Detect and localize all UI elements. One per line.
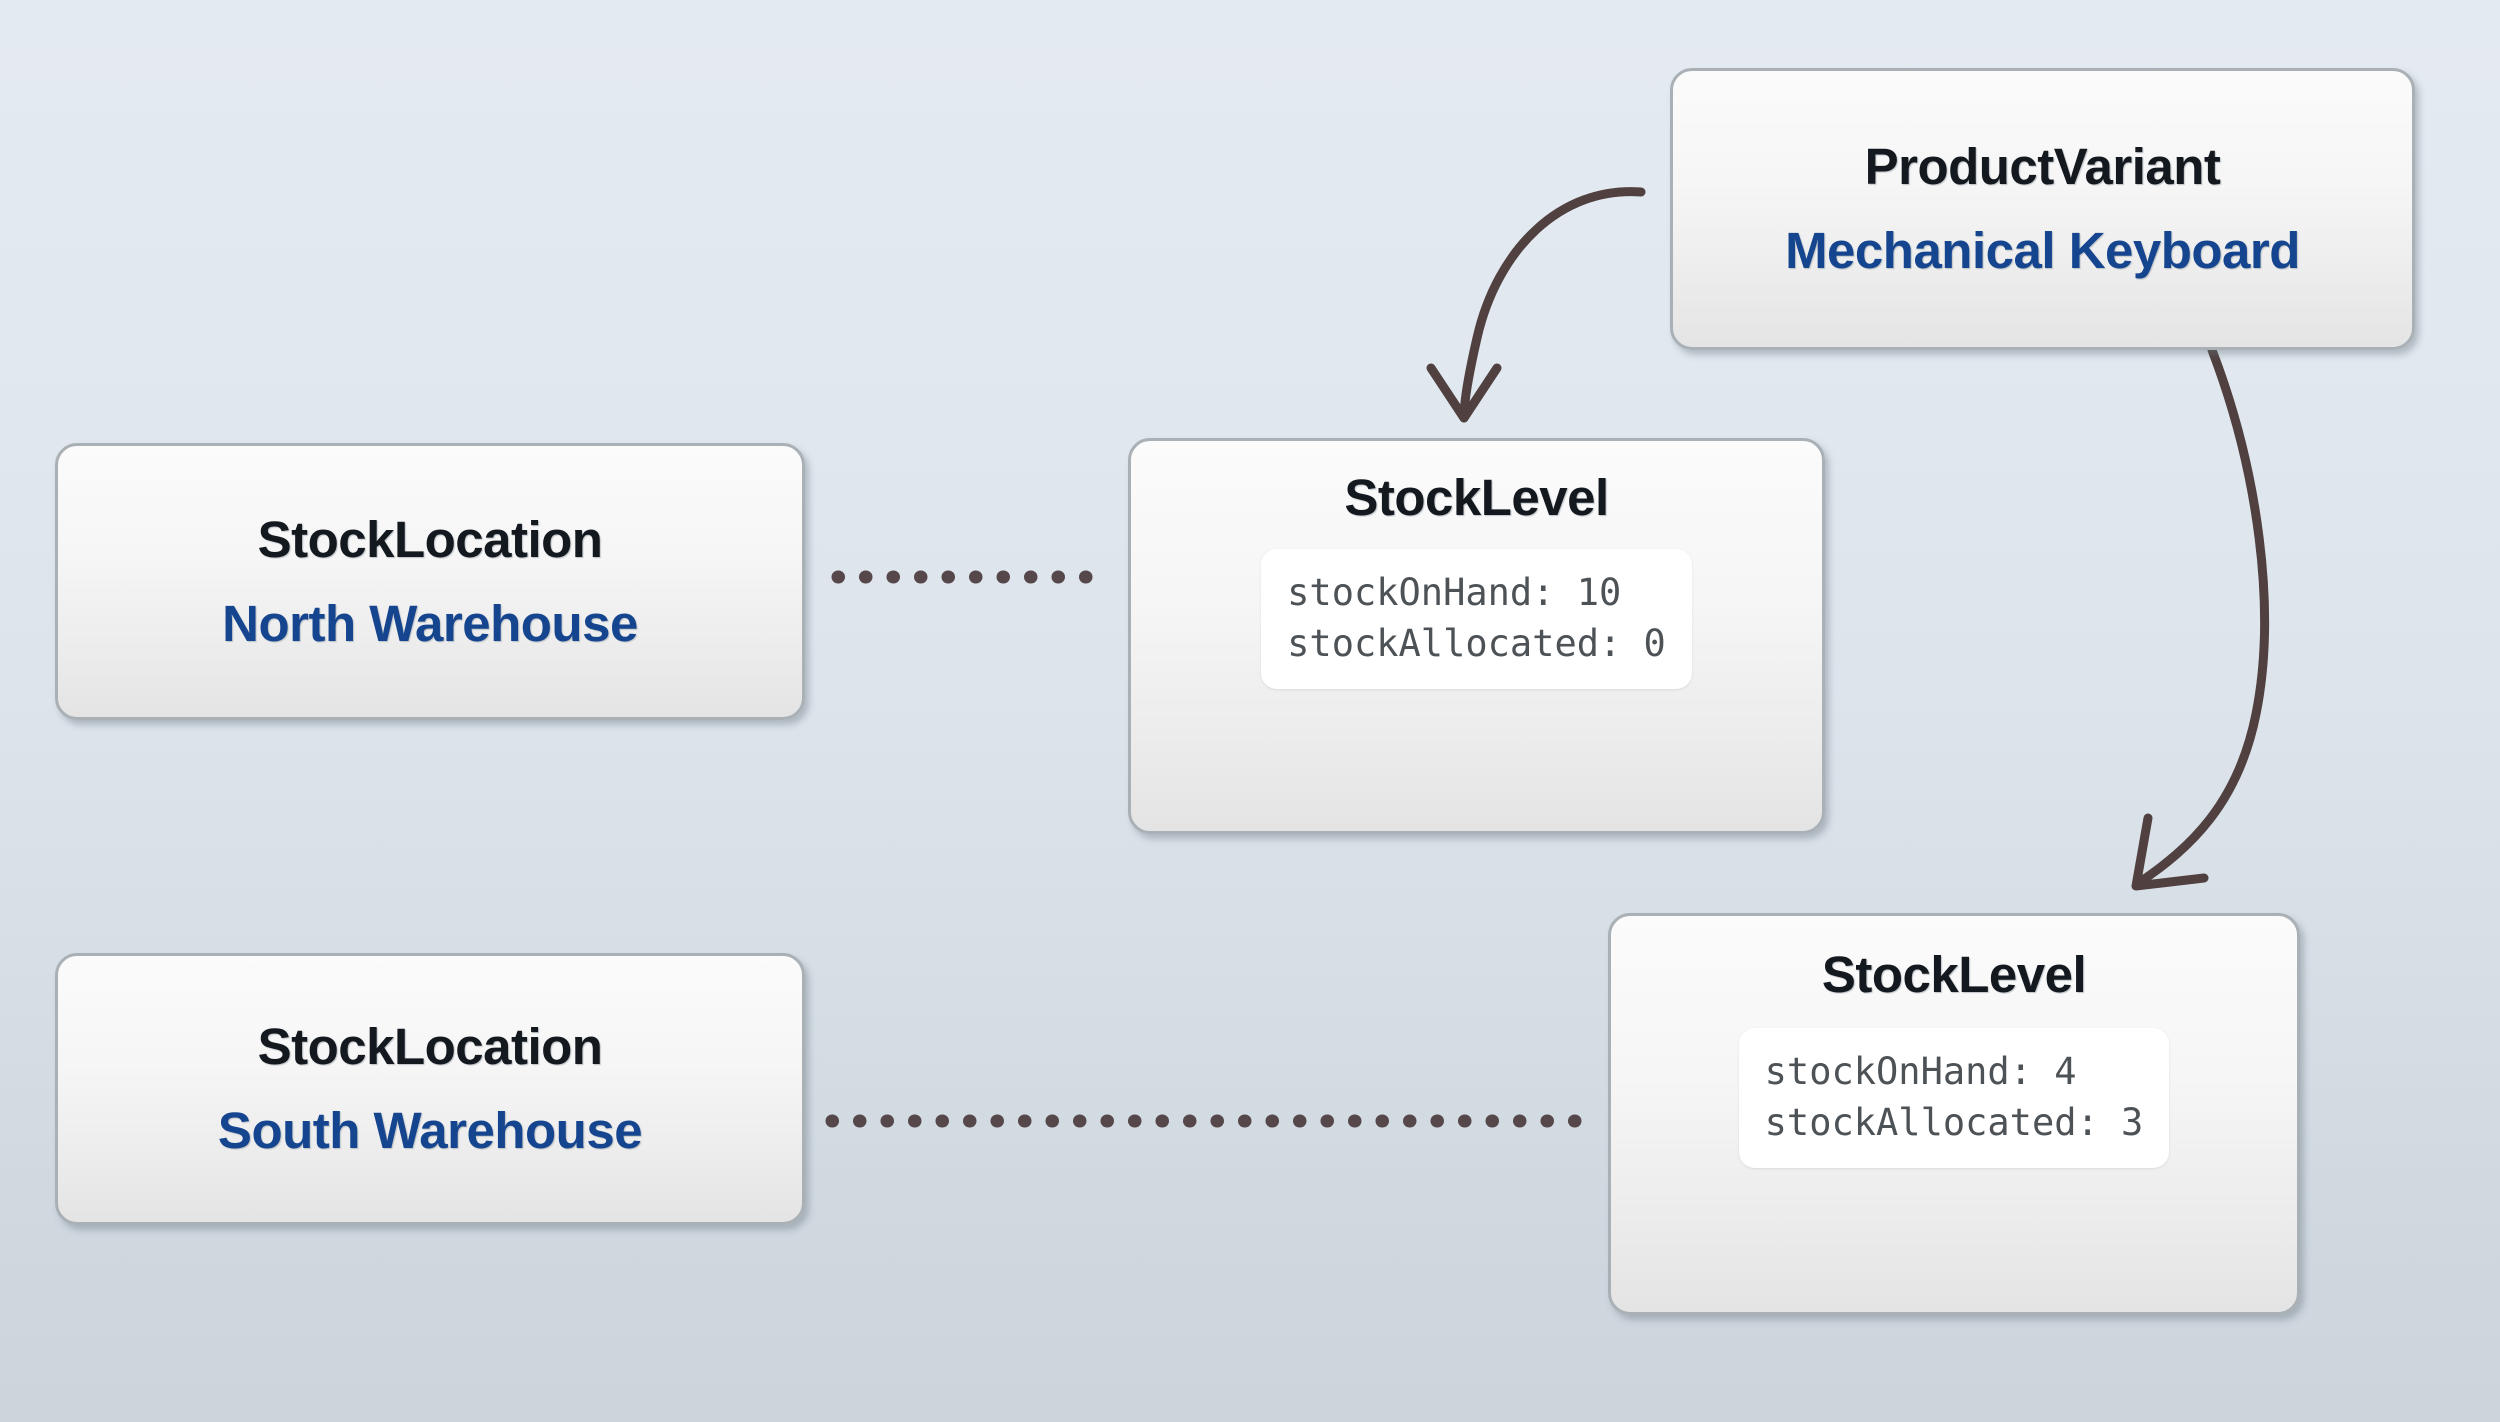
node-entity-label: StockLocation: [257, 510, 603, 568]
edge-variant-to-level-south: [2131, 345, 2269, 891]
node-properties-box: stockOnHand: 10 stockAllocated: 0: [1261, 548, 1692, 689]
node-product-variant[interactable]: ProductVariant Mechanical Keyboard: [1670, 68, 2415, 350]
node-name-label: South Warehouse: [217, 1102, 643, 1159]
node-entity-label: StockLocation: [257, 1018, 603, 1076]
property-stock-allocated: stockAllocated: 3: [1764, 1100, 2144, 1144]
node-entity-label: StockLevel: [1344, 469, 1609, 526]
node-stock-location-south[interactable]: StockLocation South Warehouse: [55, 953, 805, 1225]
edge-variant-to-level-north: [1426, 187, 1646, 423]
node-name-label: Mechanical Keyboard: [1785, 222, 2300, 279]
property-stock-on-hand: stockOnHand: 10: [1287, 570, 1622, 614]
node-stock-level-north[interactable]: StockLevel stockOnHand: 10 stockAllocate…: [1128, 438, 1825, 834]
node-stock-location-north[interactable]: StockLocation North Warehouse: [55, 443, 805, 720]
node-properties-box: stockOnHand: 4 stockAllocated: 3: [1738, 1027, 2170, 1168]
node-entity-label: StockLevel: [1821, 946, 2087, 1003]
node-entity-label: ProductVariant: [1864, 138, 2221, 196]
property-stock-on-hand: stockOnHand: 4: [1764, 1049, 2077, 1093]
node-stock-level-south[interactable]: StockLevel stockOnHand: 4 stockAllocated…: [1608, 913, 2300, 1315]
node-name-label: North Warehouse: [222, 594, 638, 652]
property-stock-allocated: stockAllocated: 0: [1287, 621, 1666, 665]
